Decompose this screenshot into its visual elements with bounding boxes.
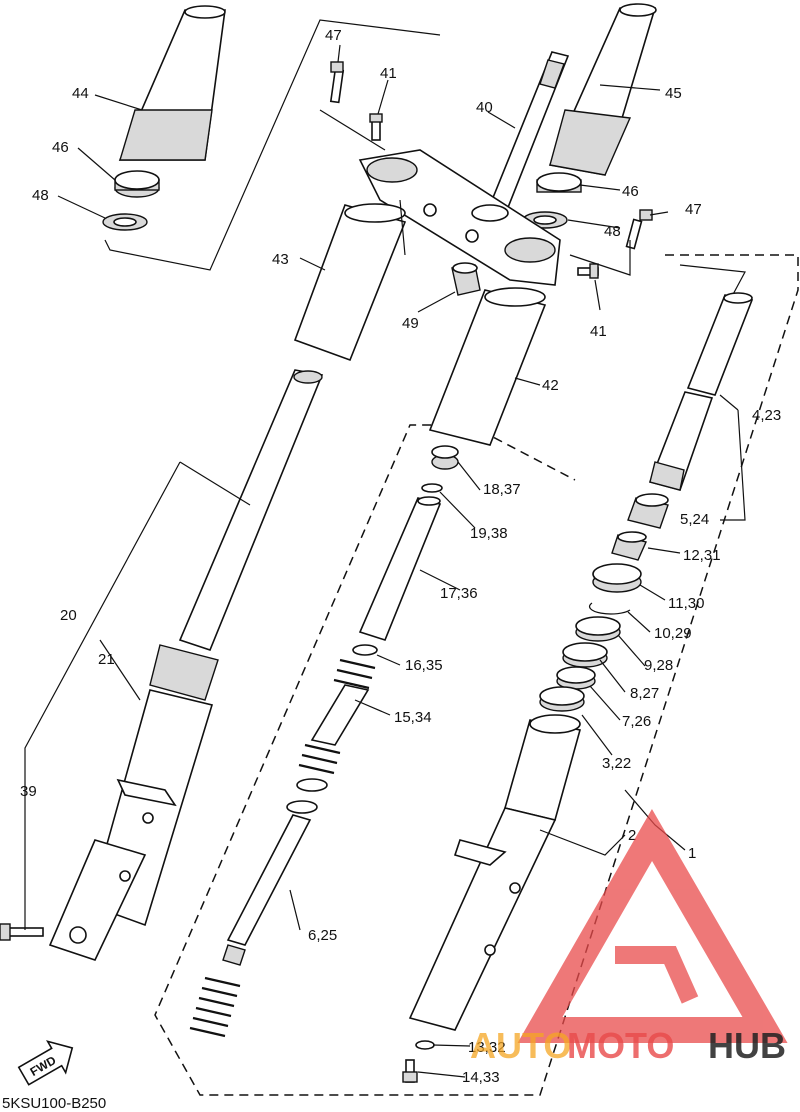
fork-guard-tube-42 — [428, 287, 547, 446]
label-13-32: 13,32 — [468, 1039, 506, 1056]
fork-cover-left — [118, 5, 226, 161]
rings-6 — [286, 778, 328, 814]
diagram-code: 5KSU100-B250 — [2, 1095, 106, 1112]
label-6-25: 6,25 — [308, 927, 337, 944]
left-fork-assembly — [48, 369, 324, 961]
bolt-41-top — [369, 113, 383, 141]
bushing-12 — [611, 531, 647, 561]
spring-rebound — [189, 976, 241, 1038]
fork-guard-tube-43 — [293, 203, 407, 362]
label-47-right: 47 — [685, 201, 702, 218]
label-15-34: 15,34 — [394, 709, 432, 726]
bushing-5 — [627, 493, 669, 529]
label-40: 40 — [476, 99, 493, 116]
bolt-41-right — [577, 263, 599, 279]
label-46-right: 46 — [622, 183, 639, 200]
bolt-47-left — [329, 61, 345, 104]
label-12-31: 12,31 — [683, 547, 721, 564]
label-41-right: 41 — [590, 323, 607, 340]
fwd-arrow-icon: FWD — [17, 1040, 74, 1086]
label-42: 42 — [542, 377, 559, 394]
watermark-text-hub: HUB — [708, 1025, 786, 1066]
cap-bolt-18 — [431, 445, 459, 470]
label-3-22: 3,22 — [602, 755, 631, 772]
washer-8 — [562, 642, 608, 668]
watermark-text-auto: AUTO — [470, 1025, 571, 1066]
dust-seal-7 — [556, 666, 596, 690]
inner-tube-4 — [648, 292, 754, 491]
label-48-right: 48 — [604, 223, 621, 240]
washer-48-left — [102, 213, 148, 231]
label-45: 45 — [665, 85, 682, 102]
label-18-37: 18,37 — [483, 481, 521, 498]
under-bracket — [358, 149, 561, 286]
label-5-24: 5,24 — [680, 511, 709, 528]
label-8-27: 8,27 — [630, 685, 659, 702]
label-10-29: 10,29 — [654, 625, 692, 642]
washer-13 — [415, 1040, 435, 1050]
label-7-26: 7,26 — [622, 713, 651, 730]
label-39: 39 — [20, 783, 37, 800]
label-1: 1 — [688, 845, 696, 862]
oil-seal-11 — [592, 563, 642, 593]
seal-3 — [539, 686, 585, 712]
label-17-36: 17,36 — [440, 585, 478, 602]
label-11-30: 11,30 — [668, 595, 704, 612]
o-ring-19 — [421, 483, 443, 493]
label-47-left: 47 — [325, 27, 342, 44]
bolt-14 — [402, 1059, 418, 1083]
nut-46-left — [114, 170, 160, 198]
spring-15 — [298, 658, 376, 775]
label-44: 44 — [72, 85, 89, 102]
fork-cover-right — [548, 3, 657, 176]
label-21: 21 — [98, 651, 115, 668]
label-14-33: 14,33 — [462, 1069, 500, 1086]
label-19-38: 19,38 — [470, 525, 508, 542]
watermark-text-moto: MOTO — [567, 1025, 674, 1066]
label-16-35: 16,35 — [405, 657, 443, 674]
label-41-top: 41 — [380, 65, 397, 82]
washer-9 — [575, 616, 621, 642]
washer-16 — [352, 644, 378, 656]
label-43: 43 — [272, 251, 289, 268]
label-4-23: 4,23 — [752, 407, 781, 424]
outer-tube-2 — [408, 714, 582, 1031]
assembly-boundary-dashed — [154, 254, 799, 1096]
label-2: 2 — [628, 827, 636, 844]
spacer-17 — [358, 496, 442, 641]
clip-10 — [588, 602, 631, 615]
label-46-left: 46 — [52, 139, 69, 156]
damper-rod-6 — [222, 814, 312, 966]
watermark-logo — [517, 808, 788, 1043]
label-48-left: 48 — [32, 187, 49, 204]
label-49: 49 — [402, 315, 419, 332]
steering-stem — [486, 51, 570, 216]
bolt-39 — [0, 923, 44, 941]
label-20: 20 — [60, 607, 77, 624]
label-9-28: 9,28 — [644, 657, 673, 674]
nut-49 — [451, 262, 481, 296]
nut-46-right — [536, 172, 582, 193]
